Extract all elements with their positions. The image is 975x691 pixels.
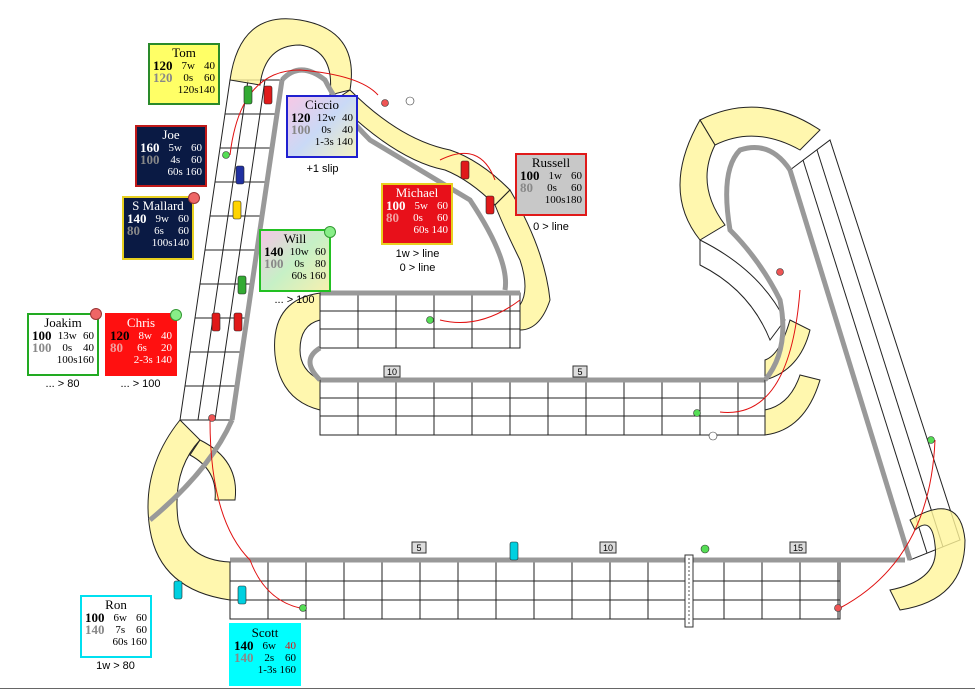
joakim-note: ... > 80	[45, 378, 80, 390]
bottom-straight	[229, 557, 905, 620]
stats-row-3: 60s 160	[291, 270, 326, 282]
stats-row-3: 1-3s 160	[257, 664, 296, 676]
michael-note-2: 0 > line	[399, 262, 436, 274]
svg-text:5: 5	[416, 543, 421, 553]
status-dot	[188, 192, 200, 204]
driver-name: Will	[283, 231, 307, 246]
driver-name: Joe	[162, 127, 180, 142]
race-car	[232, 200, 242, 220]
bottom-border	[0, 688, 975, 689]
driver-name: Chris	[126, 315, 156, 330]
ron-note: 1w > 80	[96, 660, 135, 672]
status-dot	[170, 309, 182, 321]
chris-note: ... > 100	[120, 378, 161, 390]
right-straight	[787, 139, 961, 561]
driver-name: Tom	[172, 45, 196, 60]
race-car	[173, 580, 183, 600]
driver-name: Ciccio	[305, 97, 339, 112]
race-car	[509, 541, 519, 561]
position-dots	[208, 96, 935, 612]
driver-name: Scott	[251, 625, 279, 640]
race-car	[235, 165, 245, 185]
svg-text:15: 15	[793, 543, 803, 553]
race-car	[211, 312, 221, 332]
stats-row-3: 60s 160	[112, 636, 147, 648]
movement-arrows	[209, 69, 936, 609]
stats-row-3: 100s140	[151, 237, 189, 249]
ciccio-note: +1 slip	[306, 163, 339, 175]
left-straight	[179, 79, 285, 421]
stats-row-3: 60s 160	[167, 166, 202, 178]
russell-note: 0 > line	[533, 221, 569, 233]
svg-text:10: 10	[603, 543, 613, 553]
driver-name: S Mallard	[132, 198, 184, 213]
will-note: ... > 100	[274, 294, 315, 306]
middle-straight	[319, 377, 766, 436]
stats-row-3: 2-3s 140	[133, 354, 172, 366]
stats-row-3: 120s140	[177, 84, 215, 96]
status-dot	[90, 308, 102, 320]
driver-name: Joakim	[44, 315, 82, 330]
stats-row-3: 60s 140	[413, 224, 448, 236]
race-cars	[173, 85, 519, 605]
stats-row-3: 100s180	[544, 194, 582, 206]
distance-markers: 5 10 15 10 5	[383, 365, 807, 554]
race-car	[243, 85, 253, 105]
race-car	[237, 275, 247, 295]
svg-text:5: 5	[577, 367, 582, 377]
michael-note-1: 1w > line	[395, 248, 440, 260]
race-car	[485, 195, 495, 215]
race-car	[237, 585, 247, 605]
status-dot	[324, 226, 336, 238]
race-car	[263, 85, 273, 105]
driver-name: Russell	[531, 155, 571, 170]
upper-straight	[319, 290, 521, 349]
stats-row-3: 100s160	[56, 354, 94, 366]
svg-text:10: 10	[387, 367, 397, 377]
stats-row-3: 1-3s 140	[314, 136, 353, 148]
driver-name: Michael	[395, 185, 439, 200]
race-car	[233, 312, 243, 332]
driver-name: Ron	[105, 597, 127, 612]
race-car	[460, 160, 470, 180]
track-kerbs	[148, 67, 793, 522]
